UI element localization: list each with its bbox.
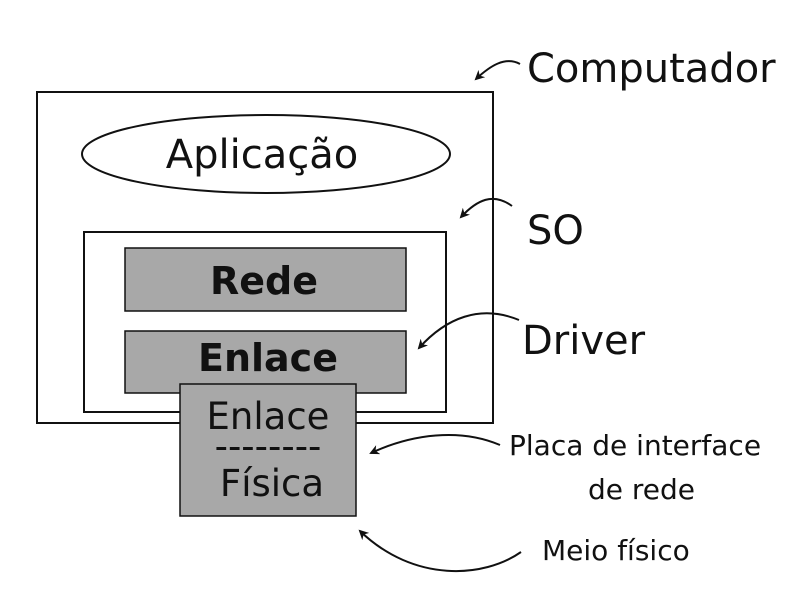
- medium-label: Meio físico: [542, 534, 690, 567]
- os-arrow: [459, 197, 513, 219]
- nic-arrow: [369, 434, 501, 455]
- nic-separator: --------: [215, 425, 322, 468]
- computer-label: Computador: [527, 46, 776, 92]
- nic-physical-label: Física: [220, 462, 324, 505]
- nic-card-box: [179, 383, 357, 517]
- network-layer-label: Rede: [210, 259, 318, 303]
- nic-label-line1: Placa de interface: [509, 429, 761, 462]
- link-layer-label: Enlace: [198, 336, 338, 380]
- driver-label: Driver: [522, 318, 646, 364]
- application-label: Aplicação: [166, 132, 358, 178]
- network-layer-box: [124, 247, 407, 312]
- computer-arrow: [474, 60, 521, 81]
- os-label: SO: [527, 208, 584, 254]
- application-ellipse: [81, 114, 451, 194]
- driver-arrow: [417, 312, 520, 350]
- medium-arrow: [358, 529, 522, 573]
- nic-link-label: Enlace: [207, 395, 330, 438]
- nic-label-line2: de rede: [588, 473, 695, 506]
